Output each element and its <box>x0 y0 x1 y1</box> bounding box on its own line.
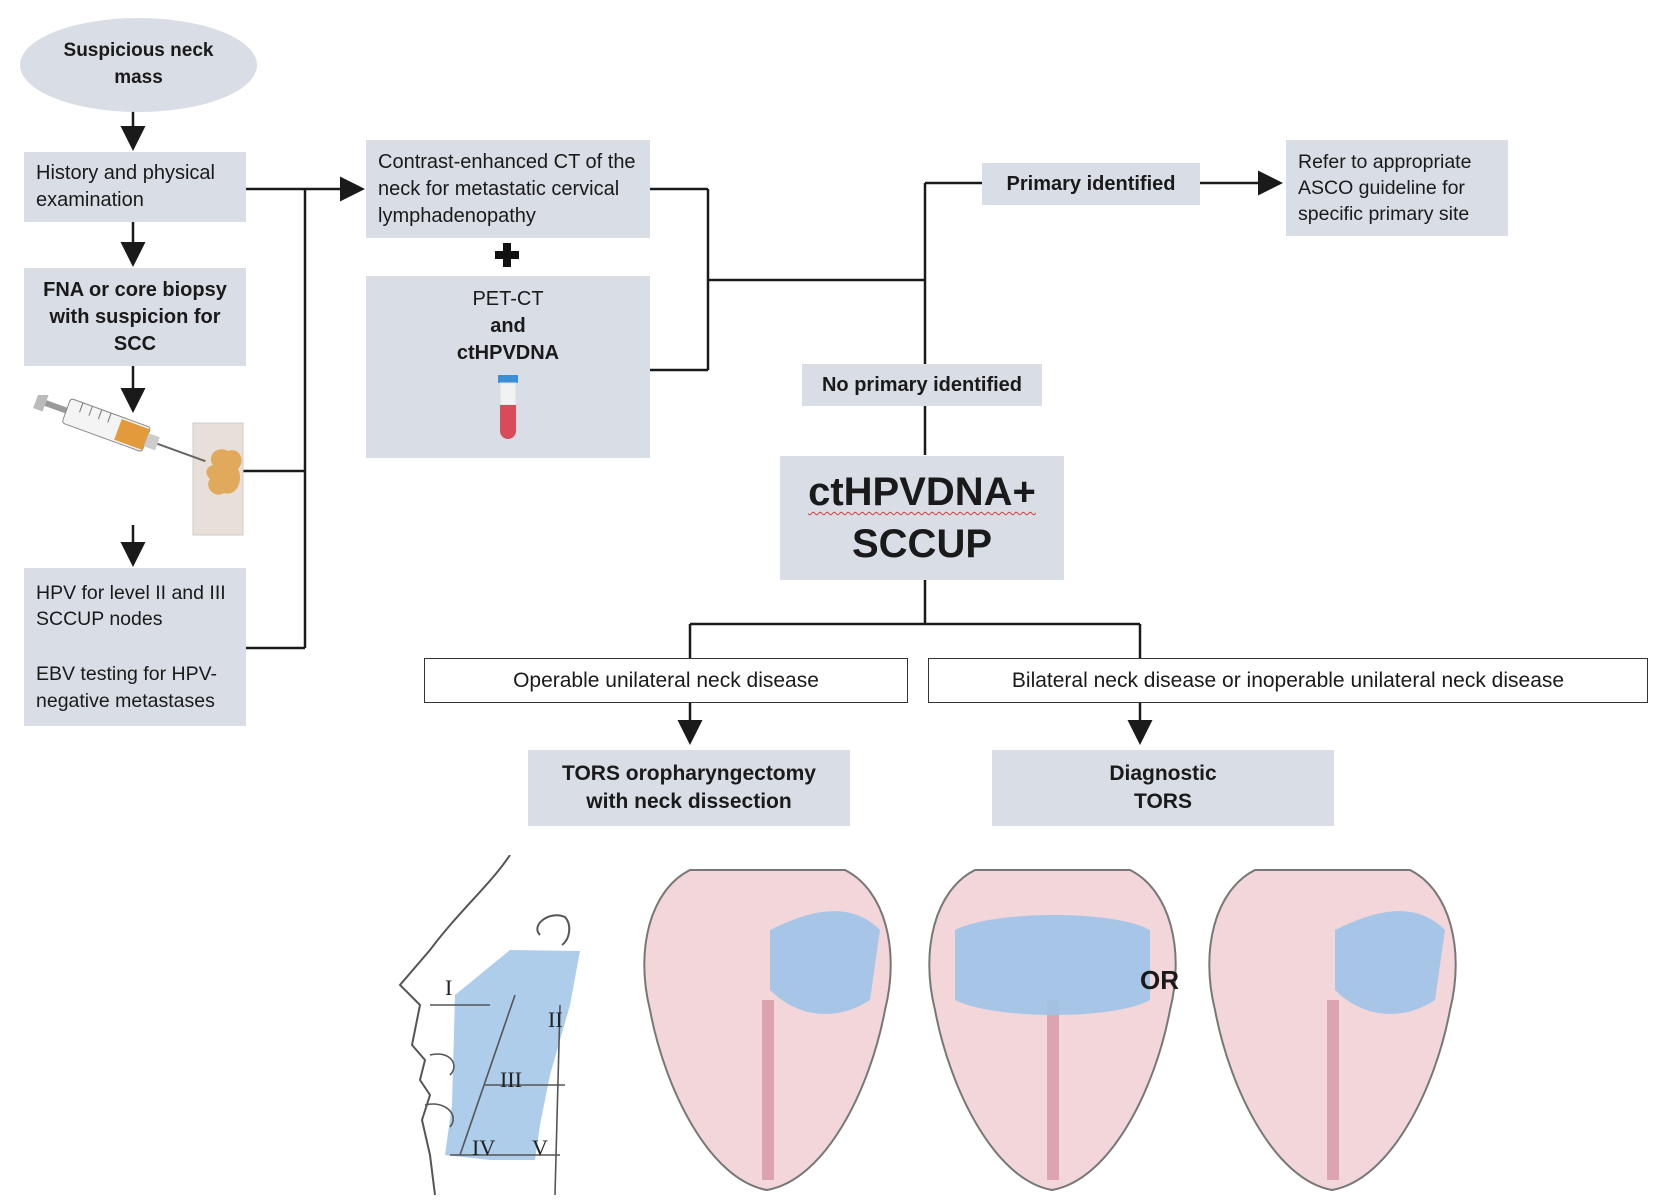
tongue-unilateral-illustration-2 <box>1208 869 1457 1192</box>
tongue-highlight-region <box>1335 911 1445 1014</box>
neck-level-3: III <box>500 1067 522 1092</box>
plus-icon <box>495 243 519 267</box>
or-label: OR <box>1140 965 1179 995</box>
blood-tube-icon <box>498 375 518 439</box>
biopsy-node: FNA or core biopsy with suspicion for SC… <box>24 268 246 366</box>
sccup-label: SCCUP <box>851 522 993 566</box>
history-node-label: History and physical examination <box>36 162 215 211</box>
primary-identified-node: Primary identified <box>982 163 1200 205</box>
neck-level-1: I <box>445 975 452 1000</box>
no-primary-label: No primary identified <box>821 373 1023 396</box>
ct-node: Contrast-enhanced CT of the neck for met… <box>366 140 650 238</box>
tors-oropharyngectomy-node: TORS oropharyngectomy with neck dissecti… <box>528 750 850 826</box>
pet-ct-label: PET-CT <box>472 288 544 310</box>
refer-guideline-node: Refer to appropriate ASCO guideline for … <box>1286 140 1508 236</box>
primary-identified-label: Primary identified <box>1006 172 1176 195</box>
sccup-node: ctHPVDNA+ SCCUP <box>780 456 1064 580</box>
pet-cthpvdna-label: ctHPVDNA <box>456 342 560 364</box>
history-node: History and physical examination <box>24 152 246 222</box>
syringe-biopsy-illustration <box>33 395 244 536</box>
operable-branch-label: Operable unilateral neck disease <box>513 668 819 692</box>
no-primary-node: No primary identified <box>802 364 1042 406</box>
tongue-bilateral-illustration <box>928 869 1177 1192</box>
neck-level-2: II <box>548 1007 563 1032</box>
tongue-highlight-region <box>770 911 880 1014</box>
biopsy-node-label: FNA or core biopsy with suspicion for SC… <box>43 278 227 355</box>
hpv-ebv-node: HPV for level II and III SCCUP nodes EBV… <box>24 568 246 726</box>
diagnostic-tors-label: Diagnostic TORS <box>1109 761 1217 813</box>
pet-ct-node: PET-CT and ctHPVDNA <box>366 276 650 458</box>
tors-oropharyngectomy-label: TORS oropharyngectomy with neck dissecti… <box>562 761 816 813</box>
specimen-icon <box>206 449 242 495</box>
pet-and-label: and <box>490 315 526 337</box>
start-node-label: Suspicious neck mass <box>63 40 214 88</box>
neck-level-4: IV <box>472 1135 495 1160</box>
neck-highlight-region <box>445 950 580 1160</box>
refer-guideline-label: Refer to appropriate ASCO guideline for … <box>1298 150 1472 226</box>
start-node: Suspicious neck mass <box>20 18 257 112</box>
ct-node-label: Contrast-enhanced CT of the neck for met… <box>378 150 636 227</box>
sccup-cthpvdna-label: ctHPVDNA+ <box>808 470 1036 514</box>
ebv-testing-label: EBV testing for HPV-negative metastases <box>36 663 217 712</box>
tongue-unilateral-illustration-1 <box>643 869 892 1192</box>
hpv-testing-label: HPV for level II and III SCCUP nodes <box>36 582 226 631</box>
operable-branch: Operable unilateral neck disease <box>424 658 908 703</box>
neck-level-5: V <box>532 1135 548 1160</box>
diagnostic-tors-node: Diagnostic TORS <box>992 750 1334 826</box>
bilateral-branch-label: Bilateral neck disease or inoperable uni… <box>1011 668 1565 692</box>
tongue-highlight-region <box>955 915 1150 1015</box>
bilateral-branch: Bilateral neck disease or inoperable uni… <box>928 658 1648 703</box>
neck-levels-illustration: I II III IV V <box>398 855 580 1195</box>
